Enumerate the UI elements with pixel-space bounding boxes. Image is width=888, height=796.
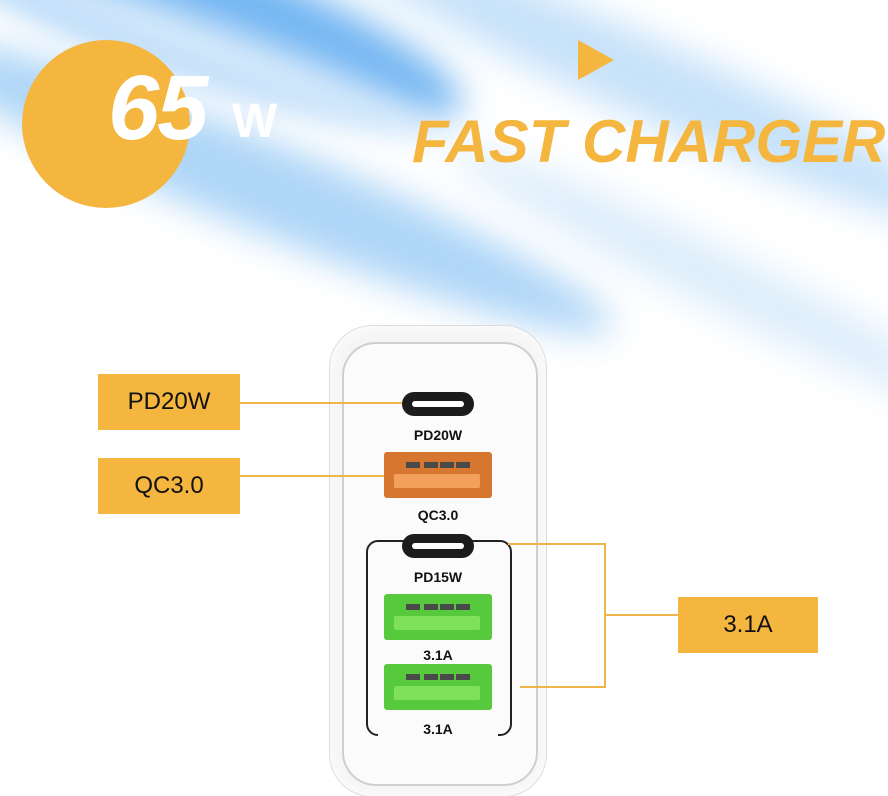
port-pin bbox=[456, 462, 470, 468]
port-pin bbox=[456, 674, 470, 680]
port-pin bbox=[440, 674, 454, 680]
usb-a-port bbox=[384, 664, 492, 710]
usb-a-port bbox=[384, 452, 492, 498]
port-pin bbox=[456, 604, 470, 610]
usb-c-port bbox=[402, 534, 474, 558]
port-label: PD15W bbox=[378, 570, 498, 584]
usb-c-port bbox=[402, 392, 474, 416]
callout-line bbox=[240, 475, 384, 477]
port-label: 3.1A bbox=[378, 648, 498, 662]
port-pin bbox=[440, 462, 454, 468]
port-pin bbox=[406, 674, 420, 680]
port-label: QC3.0 bbox=[378, 508, 498, 522]
callout-pd20w: PD20W bbox=[98, 374, 240, 430]
port-pin bbox=[406, 604, 420, 610]
port-tongue bbox=[394, 474, 480, 488]
callout-line bbox=[604, 543, 606, 688]
port-label: PD20W bbox=[378, 428, 498, 442]
headline: FAST CHARGER bbox=[412, 108, 886, 175]
port-tongue bbox=[394, 686, 480, 700]
port-label: 3.1A bbox=[378, 722, 498, 736]
callout-line bbox=[240, 402, 402, 404]
wattage-number: 65 bbox=[108, 57, 208, 159]
port-pin bbox=[424, 604, 438, 610]
port-pin bbox=[424, 674, 438, 680]
play-icon bbox=[578, 40, 614, 80]
badge-circle bbox=[22, 40, 190, 208]
callout-3-1a: 3.1A bbox=[678, 597, 818, 653]
callout-line bbox=[520, 686, 606, 688]
port-pin bbox=[424, 462, 438, 468]
charger-face bbox=[342, 342, 538, 786]
usb-a-port bbox=[384, 594, 492, 640]
port-tongue bbox=[394, 616, 480, 630]
port-pin bbox=[406, 462, 420, 468]
wattage-unit: W bbox=[232, 95, 278, 148]
callout-line bbox=[508, 543, 606, 545]
port-pin bbox=[440, 604, 454, 610]
callout-qc30: QC3.0 bbox=[98, 458, 240, 514]
callout-line bbox=[606, 614, 678, 616]
